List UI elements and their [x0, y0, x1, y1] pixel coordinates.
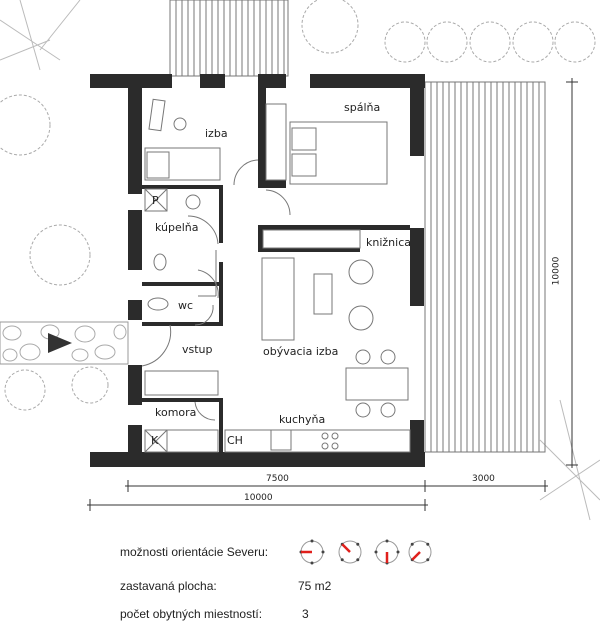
north-deck: [169, 0, 289, 77]
north-orientation-icon: [408, 540, 432, 564]
tree-icon: [0, 94, 51, 156]
trees: [0, 0, 600, 521]
tree-icon: [512, 21, 554, 63]
label-k: K: [151, 434, 159, 447]
tree-icon: [71, 366, 109, 404]
rooms-count-value: 3: [302, 607, 309, 621]
north-orientation-icon: [299, 539, 325, 565]
tree-icon: [554, 21, 596, 63]
walls: [90, 74, 425, 467]
room-label-izba: izba: [205, 127, 228, 140]
dimension-lines: [87, 78, 578, 511]
dimension-3000: 3000: [472, 474, 495, 484]
room-label-komora: komora: [155, 406, 197, 419]
entrance-arrow-icon: [48, 333, 72, 353]
north-orientation-options: [299, 539, 432, 565]
room-label-kniznica: knižnica: [366, 236, 411, 249]
north-orientation-icon: [374, 539, 400, 565]
orientation-label: možnosti orientácie Severu:: [120, 545, 269, 559]
tree-icon: [29, 224, 91, 286]
tree-icon: [469, 21, 511, 63]
dimension-10000-depth: 10000: [551, 256, 562, 286]
entrance-path: [0, 321, 129, 365]
room-label-wc: wc: [178, 299, 194, 312]
room-label-kupelna: kúpelňa: [155, 221, 199, 234]
furniture: [141, 98, 411, 453]
tree-icon: [426, 21, 468, 63]
room-label-obyvacia-izba: obývacia izba: [263, 345, 339, 358]
tree-icon: [4, 369, 46, 411]
label-p: P: [152, 194, 159, 207]
north-orientation-icon: [338, 540, 362, 564]
terrace: [424, 81, 546, 453]
room-label-kuchyna: kuchyňa: [279, 413, 326, 426]
dimension-7500: 7500: [266, 474, 289, 484]
area-value: 75 m2: [298, 579, 332, 593]
room-label-spalna: spálňa: [344, 101, 381, 114]
room-label-vstup: vstup: [182, 343, 213, 356]
area-label: zastavaná plocha:: [120, 579, 217, 593]
rooms-count-label: počet obytných miestností:: [120, 607, 263, 621]
tree-icon: [384, 21, 426, 63]
label-ch: CH: [227, 434, 243, 447]
dimension-10000-width: 10000: [244, 493, 273, 503]
tree-icon: [301, 0, 359, 54]
